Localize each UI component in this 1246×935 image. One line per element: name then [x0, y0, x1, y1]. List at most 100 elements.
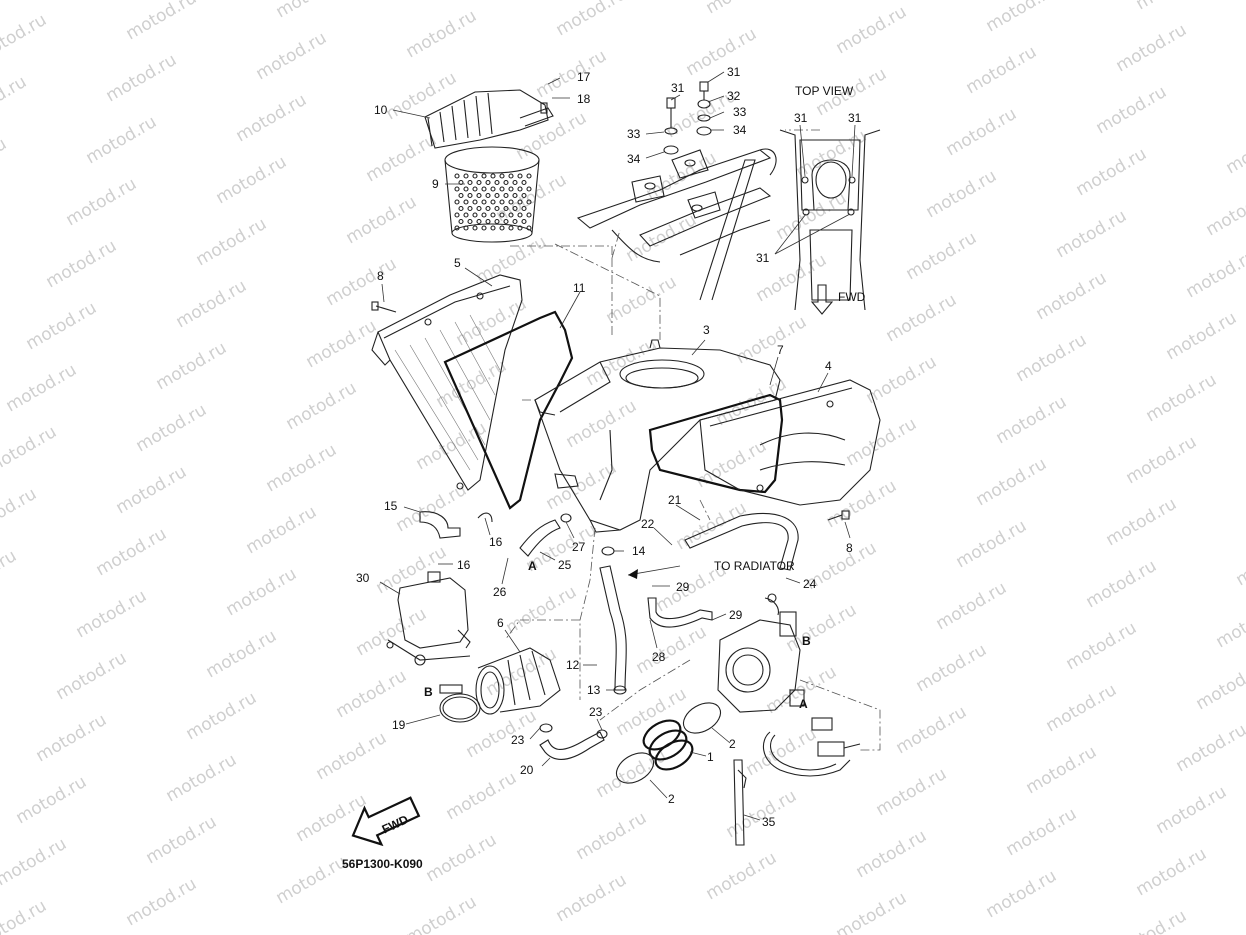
watermark-text: motod.ru	[903, 228, 981, 284]
callout-10: 10	[374, 103, 388, 117]
watermark-text: motod.ru	[413, 418, 491, 474]
watermark-text: motod.ru	[153, 338, 231, 394]
watermark-text: motod.ru	[783, 600, 861, 656]
callout-35: 35	[762, 815, 776, 829]
watermark-text: motod.ru	[773, 188, 851, 244]
port-a-label-left: A	[528, 559, 537, 573]
watermark-text: motod.ru	[373, 542, 451, 598]
watermark-text: motod.ru	[1083, 556, 1161, 612]
callout-17: 17	[577, 70, 591, 84]
watermark-text: motod.ru	[123, 0, 201, 44]
callout-34: 34	[627, 152, 641, 166]
watermark-text: motod.ru	[1043, 680, 1121, 736]
filter-perforation	[499, 186, 505, 192]
filter-perforation	[499, 212, 505, 218]
filter-perforation	[508, 212, 514, 218]
watermark-text: motod.ru	[1033, 268, 1111, 324]
fwd-arrow-large	[351, 796, 421, 847]
watermark-text: motod.ru	[23, 298, 101, 354]
watermark-text: motod.ru	[243, 502, 321, 558]
labels-layer: TOP VIEW FWD TO RADIATOR FWD 56P1300-K09…	[342, 84, 866, 871]
watermark-text: motod.ru	[453, 294, 531, 350]
callout-8: 8	[846, 541, 853, 555]
watermark-text: motod.ru	[873, 764, 951, 820]
bolt-8-drawing	[371, 301, 850, 521]
filter-perforation	[458, 179, 464, 186]
frame-bracket-drawing	[576, 148, 777, 301]
watermark-text: motod.ru	[483, 644, 561, 700]
gasket-right-drawing	[648, 393, 784, 494]
callout-31: 31	[794, 111, 808, 125]
watermark-text: motod.ru	[0, 422, 60, 478]
watermark-text: motod.ru	[273, 0, 351, 22]
watermark-text: motod.ru	[863, 352, 941, 408]
hose-21-drawing	[684, 512, 799, 571]
filter-perforation	[458, 205, 464, 212]
watermark-text: motod.ru	[833, 2, 911, 58]
callout-11: 11	[573, 281, 586, 295]
watermark-text: motod.ru	[843, 414, 921, 470]
filter-perforation	[526, 225, 532, 231]
filter-perforation	[512, 218, 518, 225]
callout-33: 33	[627, 127, 641, 141]
watermark-text: motod.ru	[403, 6, 481, 62]
filter-perforation	[490, 173, 496, 179]
callout-2: 2	[668, 792, 675, 806]
filter-perforation	[521, 179, 527, 186]
watermark-text: motod.ru	[123, 874, 201, 930]
watermark-text: motod.ru	[1213, 596, 1246, 652]
sensor-harness-drawing	[762, 717, 861, 777]
watermark-text: motod.ru	[273, 852, 351, 908]
filter-perforation	[472, 225, 478, 231]
watermark-text: motod.ru	[253, 28, 331, 84]
watermark-text: motod.ru	[1133, 0, 1211, 14]
callout-16: 16	[489, 535, 503, 549]
watermark-text: motod.ru	[133, 400, 211, 456]
watermark-text: motod.ru	[0, 546, 20, 602]
watermark-text: motod.ru	[983, 866, 1061, 922]
watermark-text: motod.ru	[493, 170, 571, 226]
watermark-text: motod.ru	[1183, 246, 1246, 302]
watermark-text: motod.ru	[83, 112, 161, 168]
watermark-text: motod.ru	[623, 210, 701, 266]
filter-perforation	[499, 173, 505, 179]
watermark-text: motod.ru	[313, 728, 391, 784]
watermark-text: motod.ru	[303, 316, 381, 372]
hose-28-drawing	[647, 597, 713, 628]
filter-perforation	[494, 179, 500, 186]
filter-perforation	[512, 205, 518, 212]
callout-24: 24	[803, 577, 817, 591]
watermark-text: motod.ru	[0, 10, 50, 66]
filter-perforation	[485, 192, 491, 199]
throttle-body-drawing	[717, 593, 805, 713]
watermark-text: motod.ru	[633, 622, 711, 678]
watermark-text: motod.ru	[703, 0, 781, 18]
watermark-text: motod.ru	[1153, 782, 1231, 838]
watermark-text: motod.ru	[1163, 308, 1241, 364]
watermark-text: motod.ru	[1133, 844, 1211, 900]
filter-perforation	[526, 186, 532, 192]
to-radiator-label: TO RADIATOR	[714, 559, 795, 573]
cable-tie-35-drawing	[733, 759, 747, 846]
watermark-text: motod.ru	[583, 334, 661, 390]
watermark-text: motod.ru	[923, 166, 1001, 222]
callouts-layer: 17 18 10 9 8 5 11 3 7 4 31 31 32 33 33 3…	[356, 65, 862, 829]
callout-12: 12	[566, 658, 580, 672]
filter-perforation	[458, 192, 464, 199]
filter-perforation	[508, 173, 514, 179]
filter-perforation	[490, 186, 496, 192]
filter-perforation	[481, 225, 487, 231]
watermark-text: motod.ru	[933, 578, 1011, 634]
watermark-text: motod.ru	[1023, 742, 1101, 798]
callout-23: 23	[589, 705, 603, 719]
filter-perforation	[526, 199, 532, 205]
watermark-text: motod.ru	[223, 564, 301, 620]
callout-16: 16	[457, 558, 471, 572]
clamp-19-drawing	[439, 684, 481, 723]
callout-31: 31	[848, 111, 862, 125]
intake-joint-6-drawing	[475, 647, 561, 715]
watermark-text: motod.ru	[1123, 432, 1201, 488]
watermark-text: motod.ru	[3, 360, 81, 416]
callout-22: 22	[641, 517, 655, 531]
